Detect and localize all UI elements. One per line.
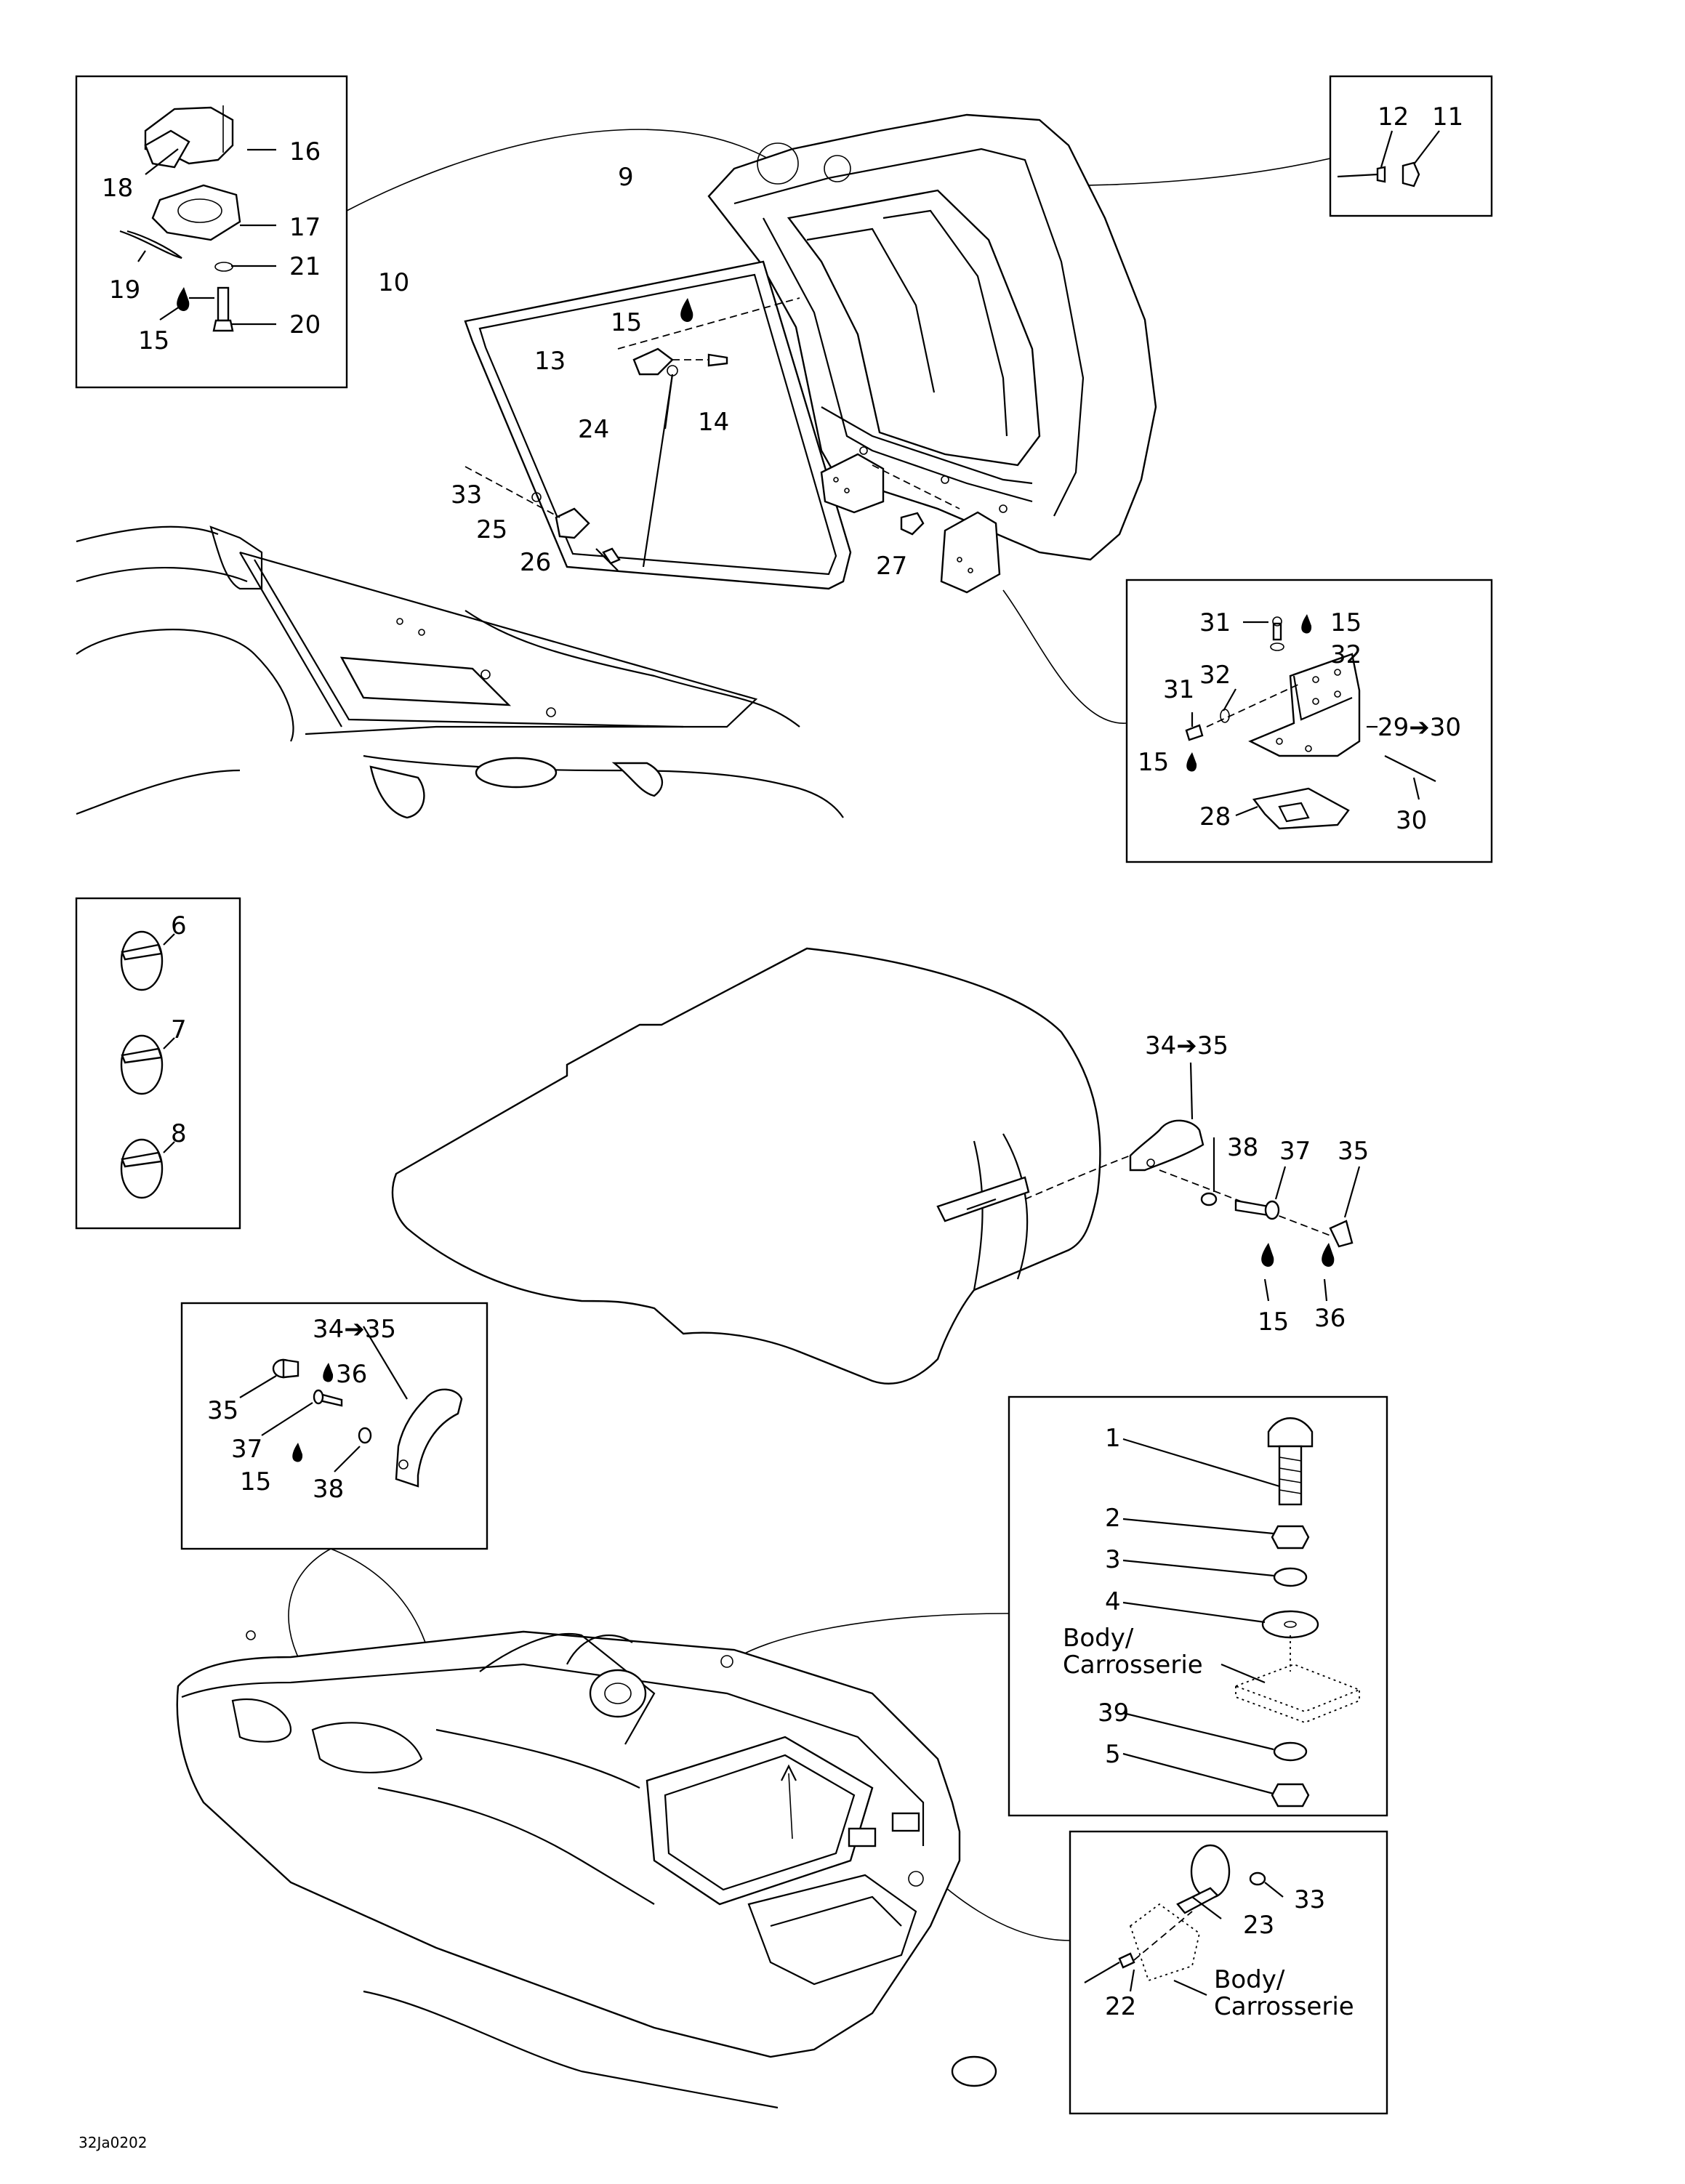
inset-latch (75, 75, 348, 389)
callout-27: 27 (876, 552, 907, 581)
strut-bracket (632, 347, 674, 376)
body-label-b1: Body/ (1214, 1965, 1285, 1994)
callout-25: 25 (476, 515, 507, 544)
callout-15e: 15 (1258, 1307, 1289, 1337)
fastener-12-11 (1337, 161, 1420, 188)
seat-mount-parts (1234, 1417, 1362, 1808)
body-label-a1: Body/ (1063, 1624, 1134, 1653)
latch-parts (119, 105, 241, 332)
callout-38a: 38 (1227, 1133, 1258, 1162)
callout-30: 30 (1396, 806, 1427, 835)
callout-3: 3 (1105, 1545, 1121, 1574)
callout-28: 28 (1199, 802, 1231, 831)
inset-straps (75, 897, 241, 1230)
body-label-b2: Carrosserie (1214, 1992, 1354, 2021)
seat (391, 947, 1171, 1385)
callout-4: 4 (1105, 1587, 1121, 1616)
gas-strut (642, 365, 678, 568)
callout-2: 2 (1105, 1504, 1121, 1533)
callout-33a: 33 (451, 480, 482, 509)
strap-8 (120, 1138, 164, 1199)
callout-12: 12 (1378, 102, 1409, 132)
inset-hinge (1125, 579, 1493, 863)
body-label-a2: Carrosserie (1063, 1651, 1203, 1680)
inset-cable-tie (1069, 1830, 1388, 2115)
nut-27 (900, 512, 925, 536)
callout-37b: 37 (231, 1435, 262, 1464)
seat-handle (1129, 1119, 1205, 1172)
callout-35a: 35 (1338, 1137, 1369, 1166)
callout-9: 9 (618, 163, 634, 192)
callout-6: 6 (171, 911, 187, 940)
callout-15f: 15 (240, 1467, 271, 1496)
callout-20: 20 (289, 310, 321, 339)
lower-bracket (555, 507, 590, 539)
callout-29-30: 29➔30 (1378, 713, 1461, 742)
callout-labels: 16 18 17 21 19 20 15 9 10 15 13 14 24 33… (79, 102, 1463, 2151)
callout-19: 19 (109, 275, 140, 305)
callout-15b: 15 (611, 308, 642, 337)
callout-31b: 31 (1163, 675, 1194, 704)
callout-8: 8 (171, 1119, 187, 1148)
hinge-upper (820, 453, 885, 514)
callout-38b: 38 (313, 1475, 344, 1504)
cable-tie-parts (1084, 1844, 1266, 1983)
callout-33b: 33 (1294, 1885, 1325, 1914)
callout-23: 23 (1243, 1911, 1274, 1940)
handle-parts (272, 1358, 463, 1488)
drawing-code: 32Ja0202 (79, 2134, 148, 2151)
callout-32a: 32 (1330, 640, 1362, 669)
strap-6 (120, 930, 164, 991)
callout-31a: 31 (1199, 608, 1231, 637)
callout-15a: 15 (138, 326, 169, 355)
callout-36b: 36 (336, 1360, 367, 1389)
callout-34-35b: 34➔35 (313, 1315, 396, 1344)
strap-7 (120, 1034, 164, 1095)
callout-5: 5 (1105, 1740, 1121, 1769)
callout-24: 24 (578, 415, 609, 444)
inset-handle (180, 1302, 488, 1550)
callout-7: 7 (171, 1015, 187, 1044)
boat-upper-view (76, 525, 844, 819)
callout-18: 18 (102, 174, 133, 203)
callout-1: 1 (1105, 1424, 1121, 1453)
callout-16: 16 (289, 137, 321, 166)
callout-15c: 15 (1330, 608, 1362, 637)
callout-13: 13 (534, 347, 566, 376)
callout-21: 21 (289, 252, 321, 281)
callout-10: 10 (378, 268, 409, 297)
storage-lid (707, 113, 1157, 561)
callout-26: 26 (520, 548, 551, 577)
callout-36a: 36 (1314, 1304, 1346, 1333)
callout-15d: 15 (1138, 748, 1169, 777)
callout-17: 17 (289, 213, 321, 242)
glue-drop-icon (177, 287, 1335, 1462)
callout-37a: 37 (1279, 1137, 1311, 1166)
lid-gasket (464, 260, 852, 590)
callout-22: 22 (1105, 1992, 1136, 2021)
inset-seat-mount (1008, 1395, 1388, 1817)
callout-14: 14 (698, 408, 729, 437)
callout-11: 11 (1432, 102, 1463, 132)
callout-39: 39 (1098, 1699, 1129, 1728)
callout-35b: 35 (207, 1396, 238, 1425)
callout-34-35a: 34➔35 (1145, 1031, 1228, 1060)
inset-fastener-12-11 (1329, 75, 1493, 217)
callout-32b: 32 (1199, 661, 1231, 690)
boat-lower-view (176, 1630, 997, 2109)
